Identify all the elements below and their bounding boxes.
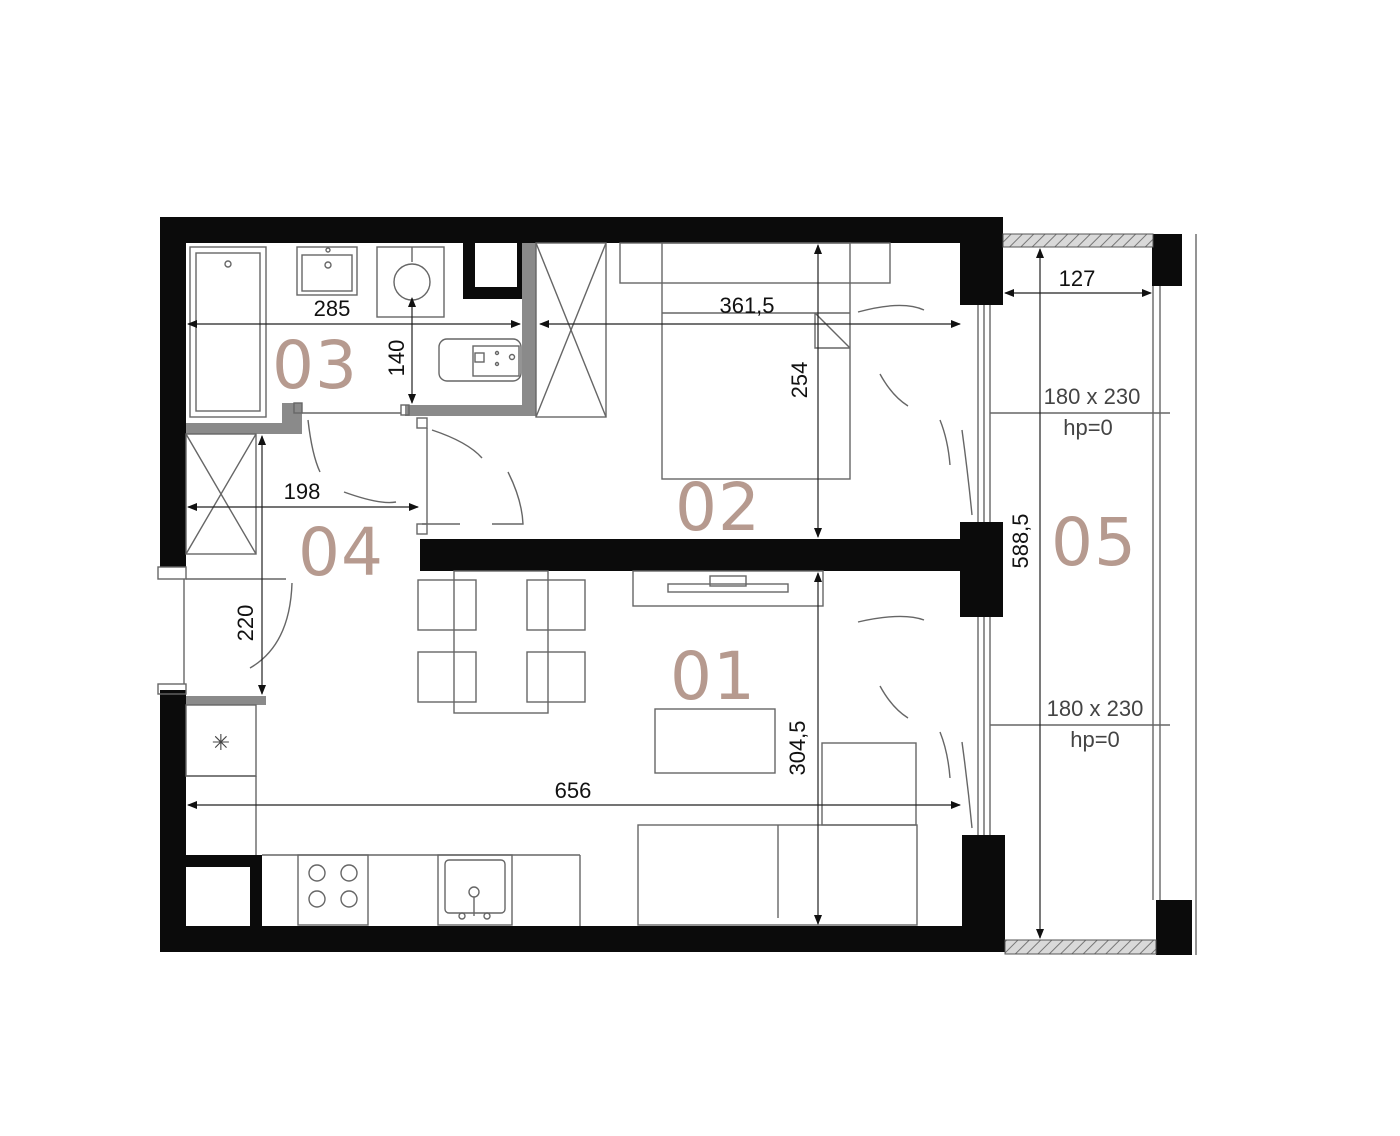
wardrobe-hall — [185, 433, 257, 555]
dim-bath-width: 285 — [314, 296, 351, 321]
tv-unit — [632, 570, 824, 607]
facade-windows — [977, 305, 1170, 835]
room-label-03: 03 — [272, 327, 358, 404]
living-window-door — [857, 615, 973, 829]
bedroom-window-door — [857, 304, 973, 516]
bathroom-partitions — [186, 243, 536, 705]
dim-bedroom-width: 361,5 — [719, 293, 774, 318]
dimension-lines — [187, 244, 1152, 939]
dim-total-depth: 588,5 — [1008, 513, 1033, 568]
wardrobe-bedroom — [535, 242, 607, 418]
dim-balcony-width: 127 — [1059, 266, 1096, 291]
window-2-size: 180 x 230 — [1047, 696, 1144, 721]
fridge-asterisk-icon: ✳ — [212, 731, 230, 756]
installation-shaft — [463, 243, 529, 299]
dim-hall-width: 198 — [284, 479, 321, 504]
room-label-02: 02 — [675, 469, 761, 546]
dining-set — [417, 570, 586, 714]
dim-bath-depth: 140 — [384, 340, 409, 377]
partition-wall — [420, 539, 1003, 571]
bedroom-door — [416, 417, 524, 535]
sofa — [637, 742, 918, 926]
room-label-01: 01 — [670, 638, 756, 715]
storage-niche — [186, 855, 262, 926]
dim-total-width: 656 — [555, 778, 592, 803]
entrance-door — [157, 566, 293, 695]
bed — [619, 242, 891, 480]
kitchen — [185, 704, 581, 926]
window-1-size: 180 x 230 — [1044, 384, 1141, 409]
coffee-table — [654, 708, 776, 774]
dim-living-depth: 304,5 — [785, 720, 810, 775]
dim-bedroom-depth: 254 — [787, 362, 812, 399]
room-label-05: 05 — [1051, 504, 1137, 581]
window-1-hp: hp=0 — [1063, 415, 1113, 440]
dim-hall-depth: 220 — [233, 605, 258, 642]
window-2-hp: hp=0 — [1070, 727, 1120, 752]
room-label-04: 04 — [298, 514, 384, 591]
balcony — [1002, 233, 1197, 955]
bathroom-door — [293, 402, 410, 504]
